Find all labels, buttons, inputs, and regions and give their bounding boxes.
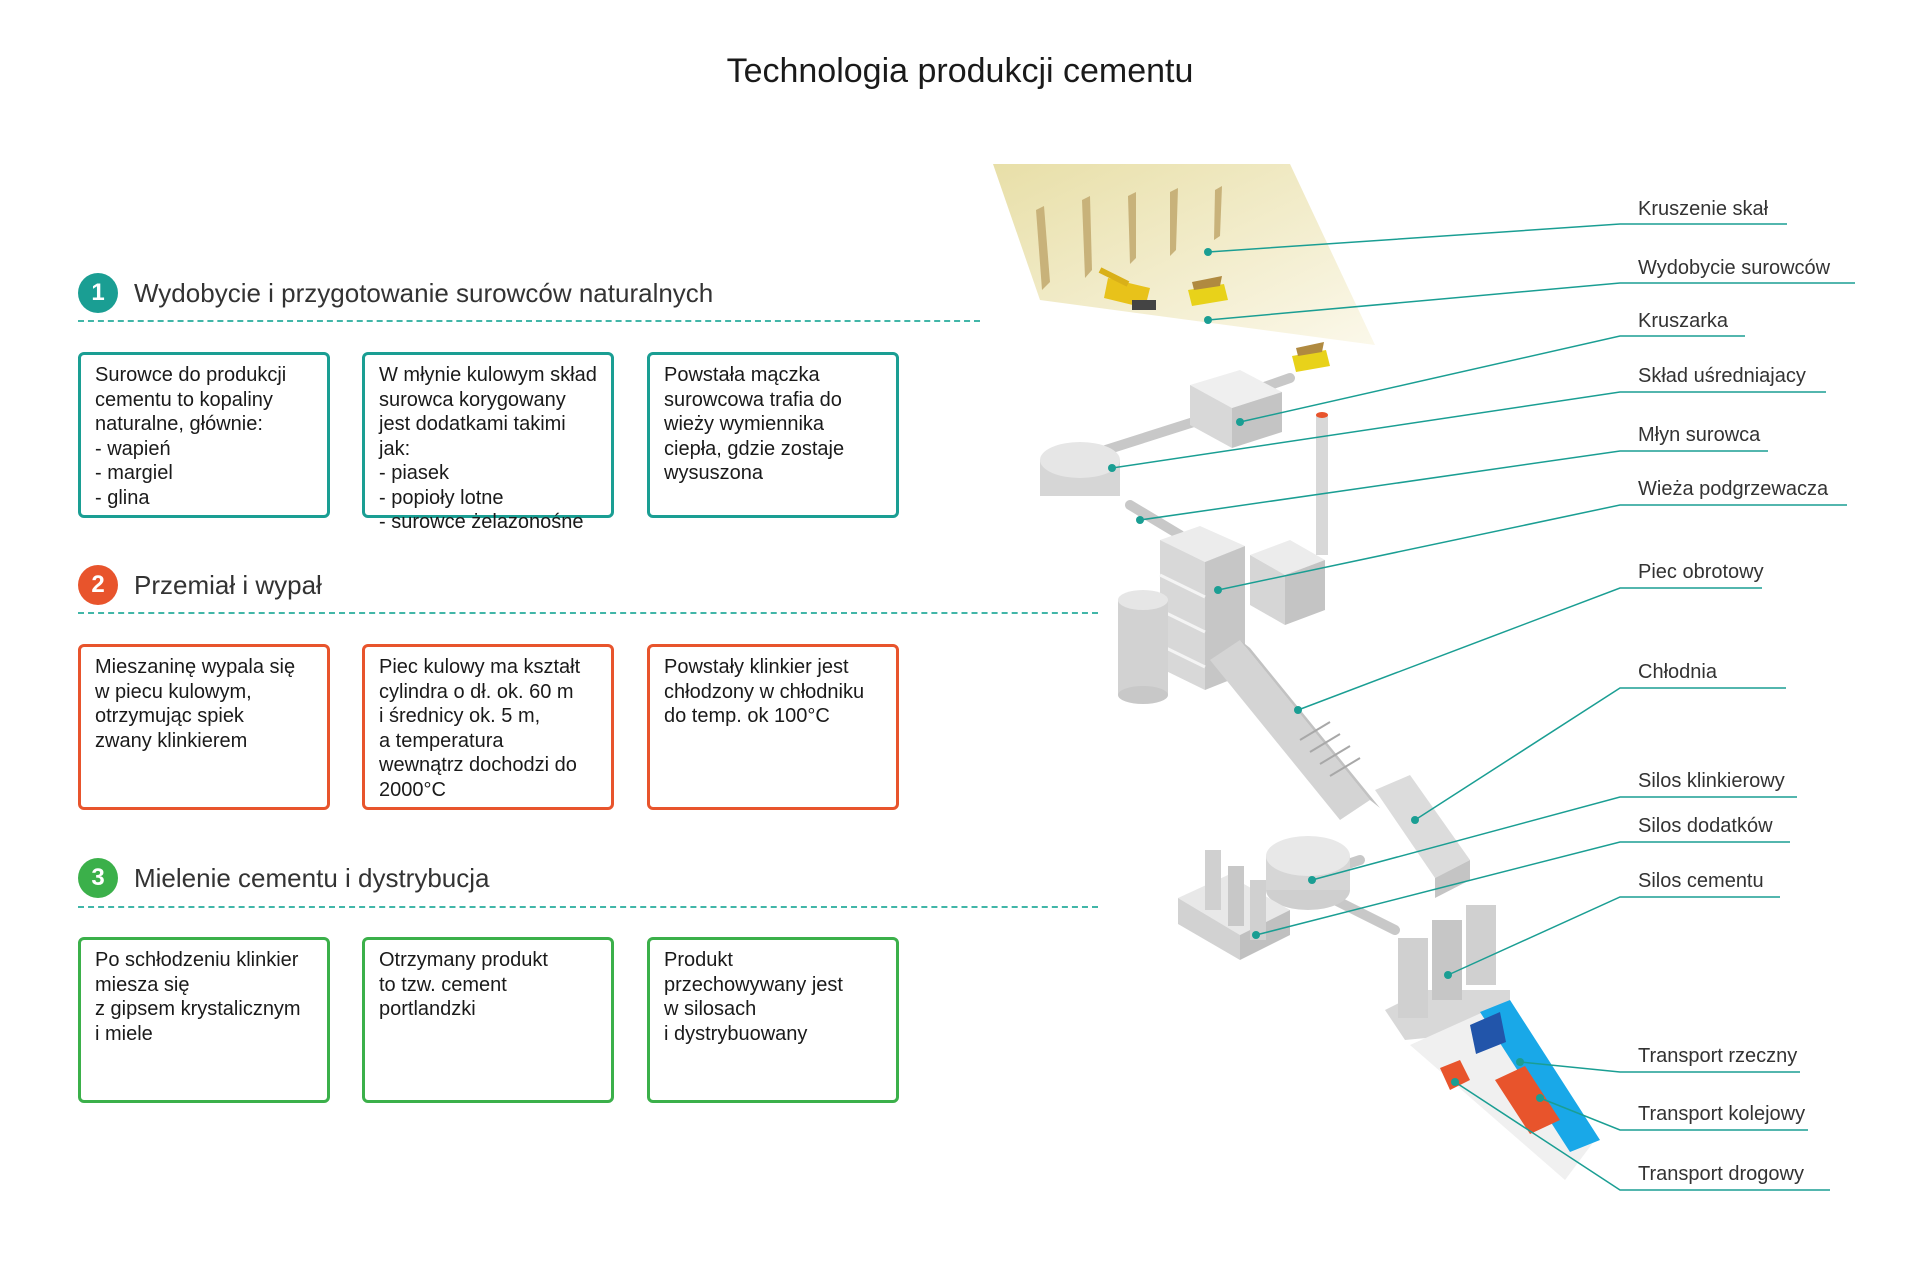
section-3-header: 3 Mielenie cementu i dystrybucja	[78, 856, 490, 900]
section-2-box-3: Powstały klinkier jest chłodzony w chłod…	[647, 644, 899, 810]
section-2-divider	[78, 612, 1098, 614]
section-3-badge: 3	[78, 858, 118, 898]
section-1-badge: 1	[78, 273, 118, 313]
label-mlyn-surowca: Młyn surowca	[1638, 424, 1761, 446]
truck-icon	[1440, 1060, 1470, 1090]
raw-mill	[1040, 442, 1120, 496]
section-1-title: Wydobycie i przygotowanie surowców natur…	[134, 277, 714, 308]
label-kruszarka: Kruszarka	[1638, 310, 1729, 332]
section-2-box-1: Mieszaninę wypala się w piecu kulowym, o…	[78, 644, 330, 810]
section-1-box-3: Powstała mączka surowcowa trafia do wież…	[647, 352, 899, 518]
section-1-box-2: W młynie kulowym skład surowca korygowan…	[362, 352, 614, 533]
clinker-silo	[1266, 836, 1350, 910]
quarry-area	[993, 164, 1375, 345]
label-piec-obrotowy: Piec obrotowy	[1638, 561, 1764, 583]
leader-dots	[1108, 248, 1544, 1102]
section-3-divider	[78, 906, 1098, 908]
section-1-header: 1 Wydobycie i przygotowanie surowców nat…	[78, 271, 713, 315]
label-sklad-usredniajacy: Skład uśredniajacy	[1638, 365, 1806, 387]
page-title: Technologia produkcji cementu	[726, 52, 1194, 90]
label-kruszenie-skal: Kruszenie skał	[1638, 198, 1769, 220]
excavator-icon	[1098, 267, 1156, 310]
leader-lines	[1111, 223, 1855, 1191]
dump-truck-icon	[1188, 276, 1228, 306]
section-3-title: Mielenie cementu i dystrybucja	[134, 862, 490, 893]
cement-silos	[1385, 905, 1510, 1040]
rotary-kiln	[1210, 640, 1380, 820]
label-wydobycie-surowcow: Wydobycie surowców	[1638, 257, 1831, 279]
label-transport-rzeczny: Transport rzeczny	[1638, 1045, 1798, 1067]
dump-truck-icon	[1292, 342, 1330, 372]
label-wieza-podgrzewacza: Wieża podgrzewacza	[1638, 478, 1829, 500]
label-chlodnia: Chłodnia	[1638, 661, 1717, 683]
section-2-box-2: Piec kulowy ma kształt cylindra o dł. ok…	[362, 644, 614, 810]
section-3-box-2: Otrzymany produkt to tzw. cement portlan…	[362, 937, 614, 1103]
section-2-header: 2 Przemiał i wypał	[78, 563, 322, 607]
transport-area	[1410, 1000, 1600, 1180]
label-silos-dodatkow: Silos dodatków	[1638, 815, 1773, 837]
train-icon	[1495, 1066, 1560, 1134]
clinker-cooler	[1375, 775, 1470, 898]
label-silos-cementu: Silos cementu	[1638, 870, 1764, 892]
section-3-box-3: Produkt przechowywany jest w silosach i …	[647, 937, 899, 1103]
crusher-building	[1190, 370, 1282, 448]
quarry-rocks	[1036, 186, 1222, 290]
section-2-badge: 2	[78, 565, 118, 605]
section-1-box-1: Surowce do produkcji cementu to kopaliny…	[78, 352, 330, 518]
section-3-box-1: Po schłodzeniu klinkier miesza się z gip…	[78, 937, 330, 1103]
label-transport-kolejowy: Transport kolejowy	[1638, 1103, 1806, 1125]
chimney	[1316, 412, 1328, 555]
label-transport-drogowy: Transport drogowy	[1638, 1163, 1804, 1185]
label-silos-klinkierowy: Silos klinkierowy	[1638, 770, 1785, 792]
barge-icon	[1470, 1012, 1506, 1054]
section-2-title: Przemiał i wypał	[134, 569, 322, 600]
section-1-divider	[78, 320, 980, 322]
additives-silos	[1178, 850, 1290, 960]
homogenizing-silo	[1118, 590, 1168, 704]
filter-building	[1250, 540, 1325, 625]
